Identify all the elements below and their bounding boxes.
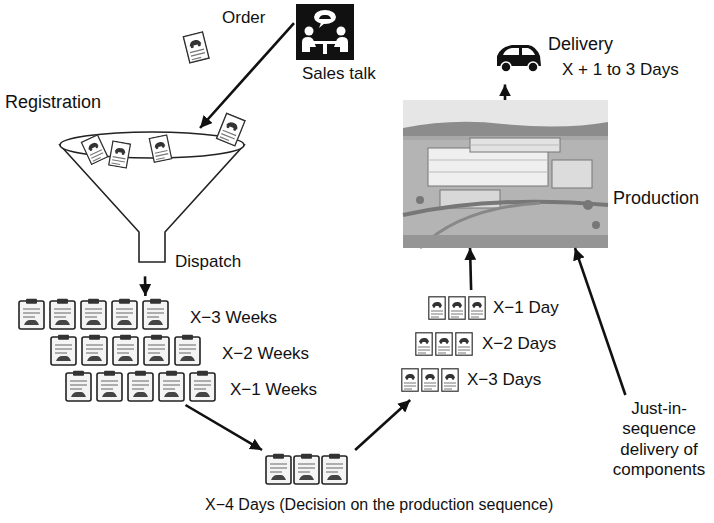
node-label: Production — [613, 188, 699, 210]
clipboard-stack — [19, 299, 215, 401]
node-label: X−4 Days (Decision on the production seq… — [205, 495, 553, 514]
node-label: Dispatch — [175, 252, 241, 272]
flow-arrow — [355, 400, 410, 450]
slip-group: X−1 DayX−2 DaysX−3 Days — [398, 290, 563, 400]
node-label: X−2 Days — [482, 334, 556, 354]
sales-talk-icon — [296, 4, 354, 60]
node-label: Registration — [5, 92, 101, 114]
node-label: X−2 Weeks — [222, 344, 309, 364]
flow-arrow — [144, 276, 147, 296]
node-label: Sales talk — [302, 64, 376, 84]
edge-label: Order — [220, 8, 267, 28]
clipboard-stack — [266, 454, 347, 484]
flow-arrow — [200, 23, 294, 128]
production-photo-node: Production — [403, 100, 608, 248]
clipboard-group: X−3 WeeksX−2 WeeksX−1 Weeks — [15, 296, 321, 405]
node-label: X−1 Day — [493, 298, 559, 318]
node-label: Delivery — [548, 34, 613, 56]
node-label: X−1 Weeks — [230, 380, 317, 400]
flow-arrow — [470, 248, 471, 290]
funnel-node: RegistrationDispatch — [58, 128, 255, 276]
car-icon — [497, 45, 541, 72]
factory-photo — [403, 100, 608, 248]
node-label: X−3 Weeks — [190, 308, 277, 328]
sequence-decision-node: X−4 Days (Decision on the production seq… — [200, 450, 625, 518]
node-label: X−3 Days — [467, 370, 541, 390]
funnel-icon — [60, 113, 245, 262]
delivery-node: Delivery X + 1 to 3 Days — [490, 30, 710, 84]
flow-arrow — [504, 84, 507, 100]
order-slip-icon — [183, 32, 209, 63]
node-label: X + 1 to 3 Days — [562, 60, 679, 80]
node-label: Just-in-sequence delivery of components — [606, 399, 712, 481]
sales-talk-node: Sales talk — [294, 2, 402, 88]
flow-arrow — [575, 248, 625, 395]
flow-arrow — [185, 405, 262, 450]
supply-node: Just-in-sequence delivery of components — [606, 395, 712, 485]
